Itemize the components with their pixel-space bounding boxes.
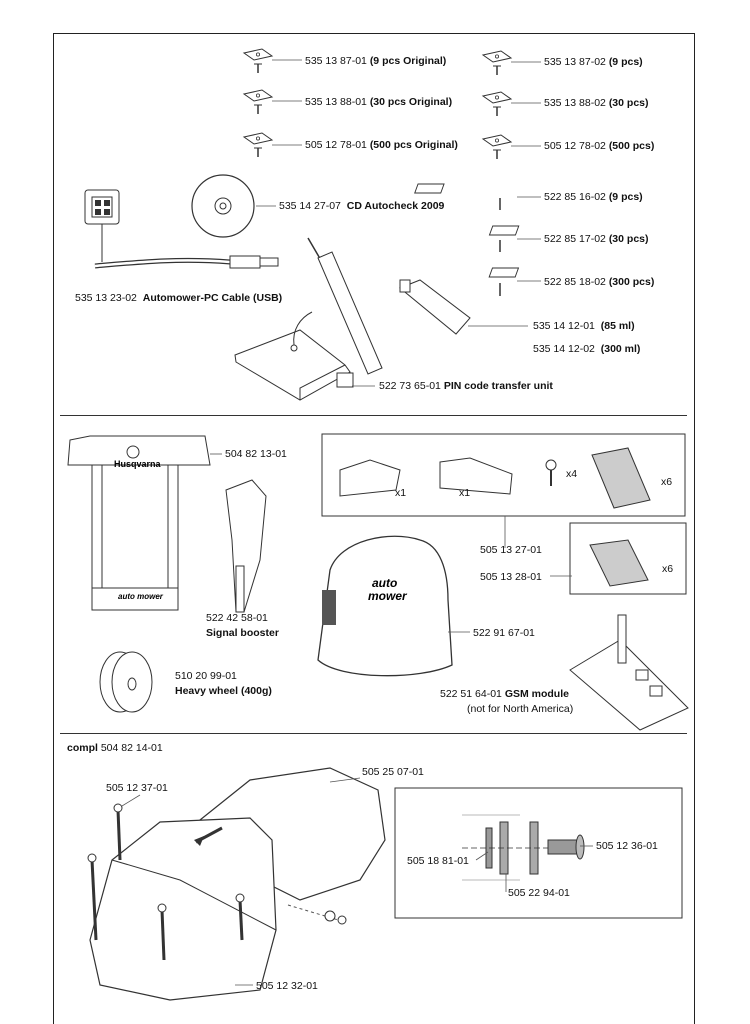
bag-logo-1: auto: [372, 576, 397, 590]
frame-part-label: 504 82 13-01: [225, 448, 287, 460]
screw-label: 505 12 37-01: [106, 782, 168, 794]
gsm-module-icon: [569, 614, 689, 731]
cd-label: 535 14 27-07 CD Autocheck 2009: [279, 200, 445, 212]
sealant-tube-icon: [307, 237, 471, 375]
gsm-label: 522 51 64-01 GSM module: [440, 688, 569, 700]
mower-cover-icon: [87, 767, 386, 1001]
washer-label: 505 18 81-01: [407, 855, 469, 867]
brush-strip-icon: [591, 447, 651, 509]
section-divider: [60, 415, 687, 416]
square-blade-icon: [414, 183, 501, 210]
blade-label: 535 13 87-01 (9 pcs Original): [305, 55, 447, 67]
booster-name: Signal booster: [206, 627, 279, 639]
blade-icon: [482, 91, 512, 117]
wheel-pn: 510 20 99-01: [175, 670, 237, 682]
screw-qty: x4: [566, 468, 578, 480]
square-blade-icon: [488, 225, 520, 252]
frame-brand: Husqvarna: [114, 459, 162, 469]
blade-icon: [243, 89, 273, 115]
blade-icon: [482, 50, 512, 76]
brush-qty-2: x6: [662, 563, 674, 575]
signal-booster-icon: [225, 479, 267, 613]
blade-label: 505 12 78-02 (500 pcs): [544, 140, 655, 152]
hardware-detail-icon: [462, 814, 585, 881]
top-cover-label: 505 25 07-01: [362, 766, 424, 778]
bracket-qty-2: x1: [459, 487, 471, 499]
blade-label: 522 85 17-02 (30 pcs): [544, 233, 649, 245]
sealant-label: 535 14 12-01 (85 ml): [533, 320, 635, 332]
brush-strip-icon: [589, 539, 649, 587]
blade-label: 522 85 18-02 (300 pcs): [544, 276, 655, 288]
blade-label: 505 12 78-01 (500 pcs Original): [305, 139, 458, 151]
brush-label: 505 13 28-01: [480, 571, 542, 583]
booster-pn: 522 42 58-01: [206, 612, 268, 624]
gsm-note: (not for North America): [467, 703, 574, 715]
bracket-kit-label: 505 13 27-01: [480, 544, 542, 556]
bolt-label: 505 12 36-01: [596, 840, 658, 852]
blade-label: 535 13 87-02 (9 pcs): [544, 56, 643, 68]
blade-icon: [482, 134, 512, 160]
wheel-name: Heavy wheel (400g): [175, 685, 272, 697]
blade-label: 535 13 88-01 (30 pcs Original): [305, 96, 453, 108]
blade-icon: [243, 132, 273, 158]
carry-bag-icon: auto mower: [317, 535, 453, 677]
page-frame: [53, 33, 695, 1024]
blade-label: 535 13 88-02 (30 pcs): [544, 97, 649, 109]
heavy-wheel-icon: [99, 651, 153, 713]
section-divider: [60, 733, 687, 734]
pin-transfer-unit-icon: [234, 311, 354, 401]
screw-icon: [545, 459, 557, 486]
bracket-qty-1: x1: [395, 487, 407, 499]
blade-icon: [243, 48, 273, 74]
husqvarna-frame-icon: auto mower Husqvarna: [67, 435, 211, 611]
blade-label: 522 85 16-02 (9 pcs): [544, 191, 643, 203]
frame-logo: auto mower: [118, 592, 164, 601]
cd-icon: [191, 174, 255, 238]
base-label: 505 12 32-01: [256, 980, 318, 992]
bag-logo-2: mower: [368, 589, 408, 603]
sealant-label: 535 14 12-02 (300 ml): [533, 343, 641, 355]
usb-cable-icon: [84, 189, 279, 269]
pin-unit-label: 522 73 65-01 PIN code transfer unit: [379, 380, 553, 392]
cable-label: 535 13 23-02 Automower-PC Cable (USB): [75, 292, 283, 304]
square-blade-icon: [488, 267, 520, 296]
bag-label: 522 91 67-01: [473, 627, 535, 639]
bushing-label: 505 22 94-01: [508, 887, 570, 899]
brush-qty: x6: [661, 476, 673, 488]
compl-label: compl 504 82 14-01: [67, 742, 163, 754]
bracket-icon: [339, 457, 513, 497]
